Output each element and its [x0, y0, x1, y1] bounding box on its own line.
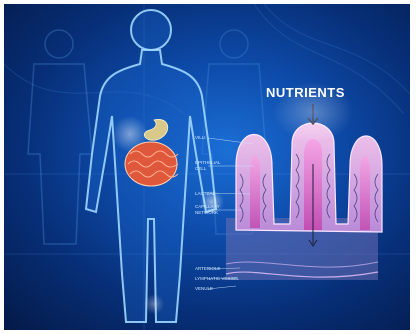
label-venule: VENULE: [195, 286, 213, 291]
nutrients-title: NUTRIENTS: [266, 85, 345, 100]
label-capillary-2: NETWORK: [195, 210, 218, 215]
background-silhouette-left: [28, 30, 92, 244]
label-arteriole: ARTERIOLE: [195, 266, 220, 271]
label-capillary: CAPILLARY: [195, 204, 220, 209]
illustration-frame: NUTRIENTS VILLI EPITHELIAL CELL LACTEAL …: [4, 4, 410, 330]
label-lymphatic: LYMPHATIC VESSEL: [195, 276, 239, 281]
label-lacteal: LACTEAL: [195, 191, 215, 196]
label-villi: VILLI: [195, 135, 206, 140]
label-epithelial-2: CELL: [195, 166, 206, 171]
villi-structure: [226, 82, 382, 280]
intestines: [125, 142, 178, 186]
scene-graphics: [4, 4, 410, 330]
label-epithelial: EPITHELIAL: [195, 160, 221, 165]
